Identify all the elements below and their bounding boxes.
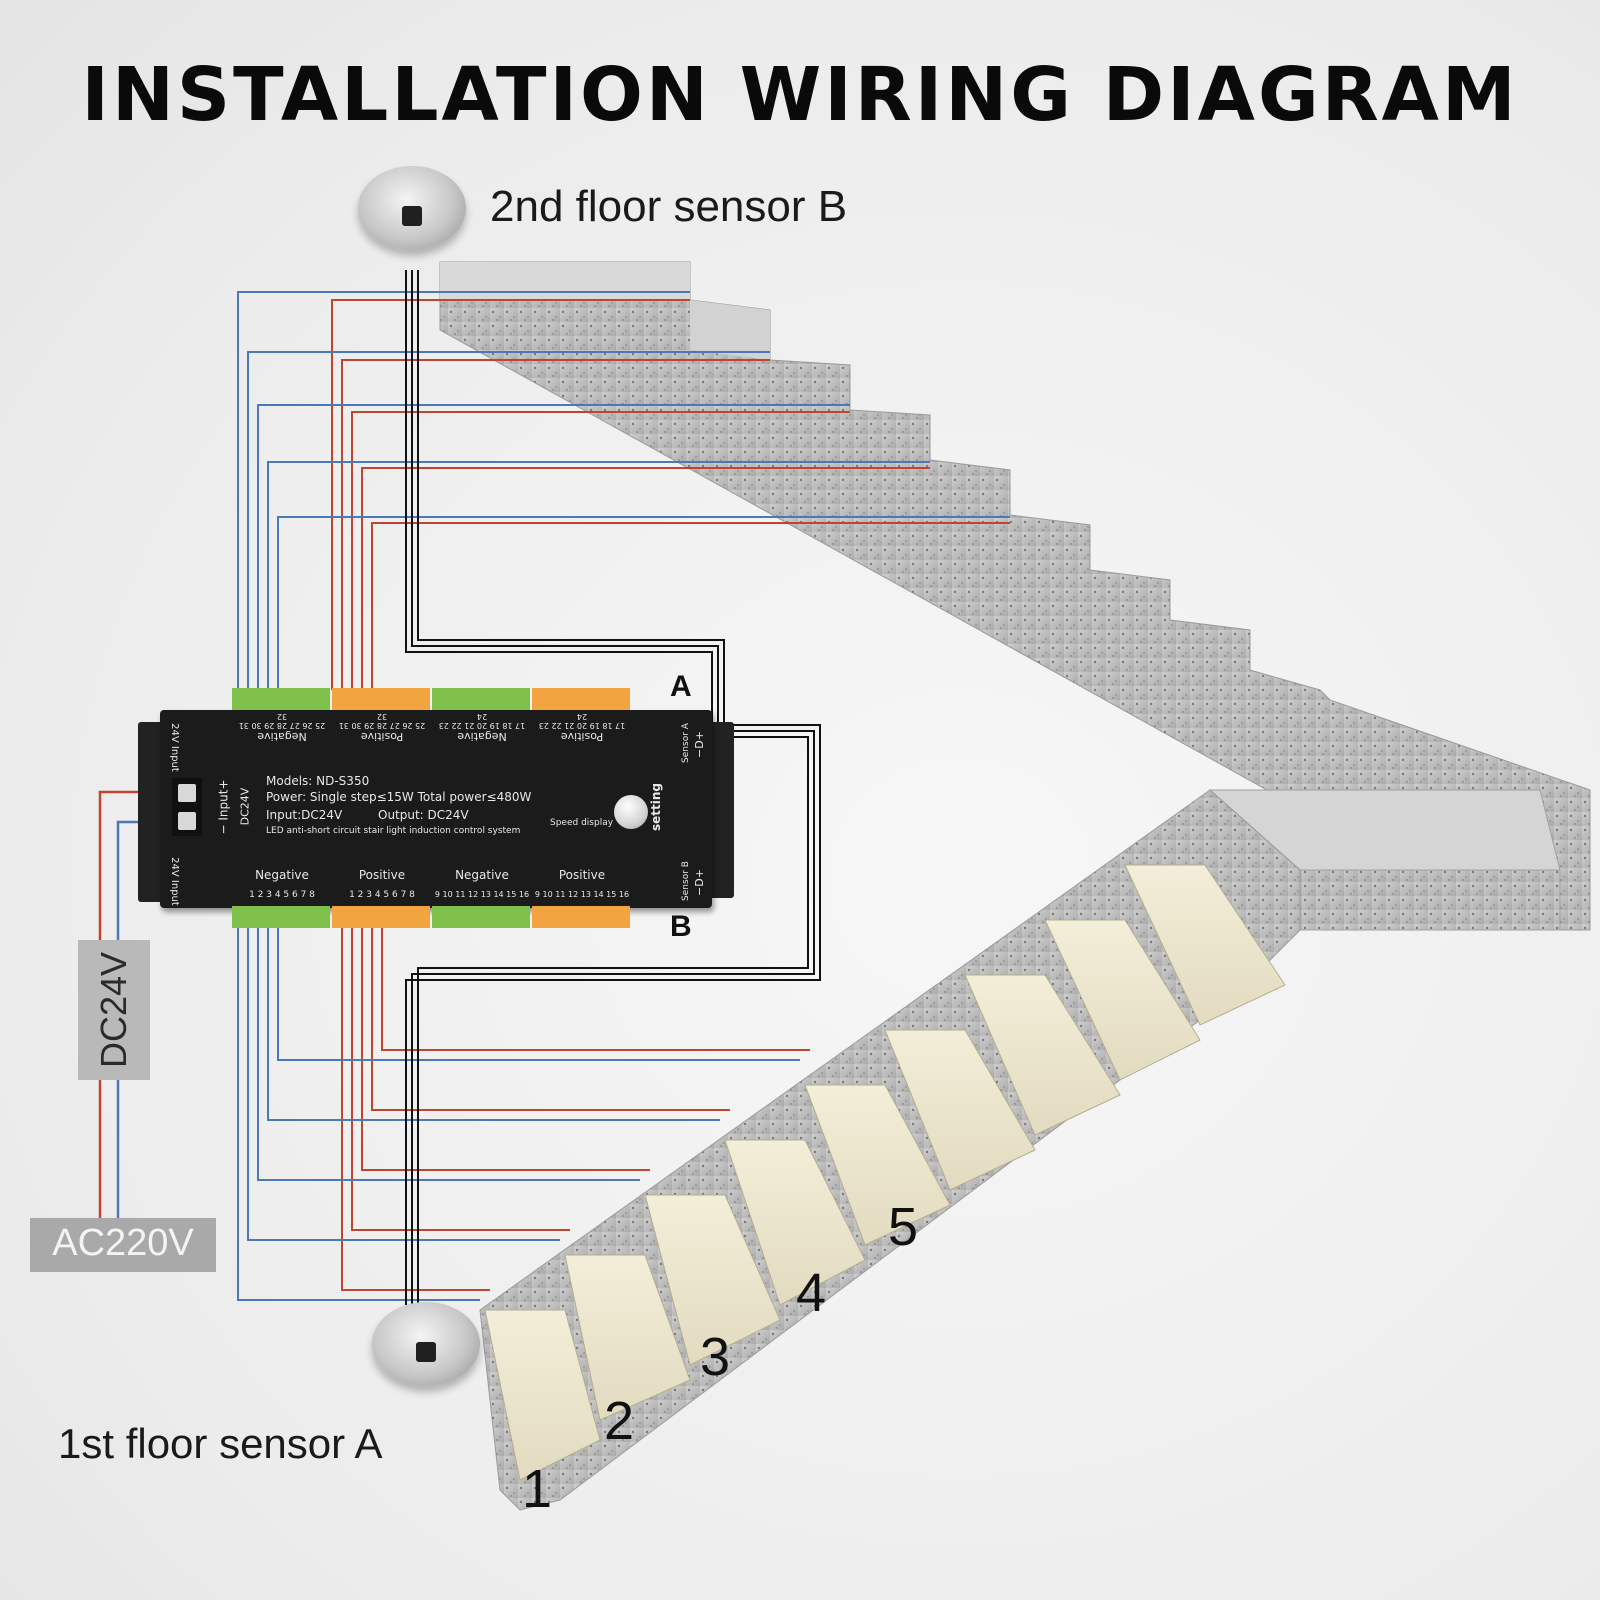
top-group-label-3: Negative [457,730,507,743]
minus-screw-icon [178,812,196,830]
terminal-bottom-4 [532,906,630,928]
bottom-numbers-2: 1 2 3 4 5 6 7 8 [349,890,415,900]
terminal-bottom-2 [332,906,430,928]
port-a-letter: A [670,670,692,703]
top-group-label-2: Positive [360,730,404,743]
step-number-5: 5 [888,1197,919,1257]
step-number-2: 2 [604,1391,635,1451]
bottom-group-label-2: Positive [358,868,406,882]
top-numbers-3: 17 18 19 20 21 22 23 24 [438,712,526,730]
input-dc-label: DC24V [238,787,252,826]
setting-label: setting [649,783,663,831]
top-numbers-4: 17 18 19 20 21 22 23 24 [538,712,626,730]
landing [1208,789,1561,931]
sensor-b-label: 2nd floor sensor B [490,182,848,231]
terminal-top-4 [532,688,630,710]
terminal-top-1 [232,688,330,710]
top-group-label-4: Positive [560,730,604,743]
dc24v-tag: DC24V [78,940,150,1080]
power-text: Power: Single step≤15W Total power≤480W [266,790,532,804]
speed-display-label: Speed display [550,818,614,828]
sensor-b-pins-label: −D+ [692,869,706,896]
bottom-group-label-1: Negative [255,868,309,882]
terminal-bottom-3 [432,906,530,928]
sensor-a-port-label: Sensor A [680,723,691,763]
bottom-group-label-3: Negative [455,868,509,882]
dc24v-label: DC24V [93,951,134,1069]
output-text: Output: DC24V [378,808,469,822]
top-numbers-1: 25 26 27 28 29 30 31 32 [238,712,326,730]
input-text: Input:DC24V [266,808,343,822]
top-numbers-2: 25 26 27 28 29 30 31 32 [338,712,426,730]
bottom-numbers-4: 9 10 11 12 13 14 15 16 [534,890,630,899]
bottom-group-label-4: Positive [558,868,606,882]
port-b-letter: B [670,910,692,943]
lower-flight [479,789,1301,1511]
input-24v-bottom: 24V Input [168,857,180,906]
blue-wires [237,291,1010,1301]
sensor-b-icon [358,166,466,250]
input-polarity-label: − Input+ [216,779,231,835]
step-number-3: 3 [700,1327,731,1387]
description-text: LED anti-short circuit stair light induc… [266,826,521,836]
step-number-4: 4 [796,1263,827,1323]
terminal-top-3 [432,688,530,710]
step-number-1: 1 [522,1459,553,1519]
bottom-numbers-1: 1 2 3 4 5 6 7 8 [249,890,315,900]
sensor-a-pins-label: −D+ [692,731,706,758]
red-wires [331,299,1010,1291]
input-24v-top: 24V Input [168,723,180,772]
setting-button[interactable] [614,795,648,829]
terminal-top-2 [332,688,430,710]
ac220v-label: AC220V [52,1222,194,1264]
sensor-b-port-label: Sensor B [680,861,691,901]
diagram-title: INSTALLATION WIRING DIAGRAM [81,52,1519,138]
sensor-a-icon [372,1302,480,1386]
plus-screw-icon [178,784,196,802]
power-terminal [172,778,202,836]
upper-flight [439,261,1591,931]
sensor-a-label: 1st floor sensor A [58,1420,383,1467]
model-text: Models: ND-S350 [266,774,370,788]
bottom-numbers-3: 9 10 11 12 13 14 15 16 [434,890,530,899]
top-group-label-1: Negative [257,730,307,743]
terminal-bottom-1 [232,906,330,928]
ac220v-tag: AC220V [30,1218,216,1272]
